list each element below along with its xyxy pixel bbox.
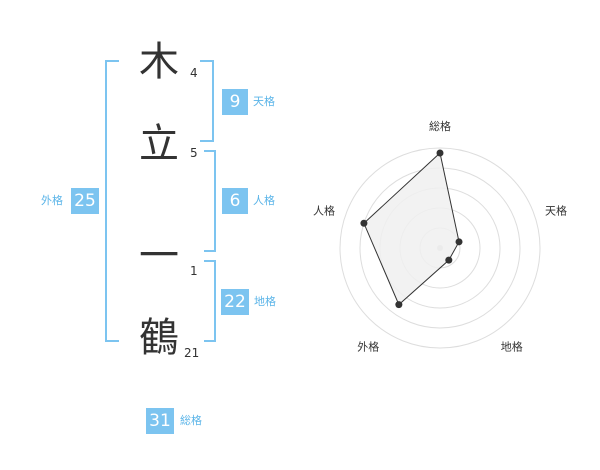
name-char-4: 鶴 — [139, 315, 179, 361]
name-char-2: 立 — [139, 121, 179, 167]
stroke-count-1: 4 — [190, 66, 198, 80]
jinkaku-label: 人格 — [253, 194, 275, 207]
radar-axis-label: 総格 — [429, 119, 451, 133]
name-char-3: 一 — [139, 233, 179, 279]
jinkaku-bracket — [204, 150, 216, 252]
radar-axis-label: 外格 — [357, 340, 379, 354]
radar-points — [360, 149, 463, 309]
gaikaku-label: 外格 — [41, 194, 63, 207]
tenkaku-value: 9 — [222, 89, 248, 115]
chikaku-value: 22 — [221, 289, 249, 315]
stroke-count-3: 1 — [190, 264, 198, 278]
radar-point — [395, 301, 403, 309]
stroke-count-2: 5 — [190, 146, 198, 160]
radar-point — [360, 219, 368, 227]
chikaku-label: 地格 — [254, 295, 276, 308]
tenkaku-label: 天格 — [253, 95, 275, 108]
radar-axis-label: 地格 — [501, 340, 523, 354]
stroke-count-4: 21 — [184, 346, 200, 360]
chikaku-bracket — [204, 260, 216, 342]
jinkaku-value: 6 — [222, 188, 248, 214]
radar-area — [363, 152, 460, 306]
radar-point — [445, 256, 453, 264]
radar-ring — [339, 147, 541, 349]
radar-axis-label: 天格 — [545, 203, 567, 217]
name-char-1: 木 — [139, 39, 179, 85]
soukaku-label: 総格 — [180, 414, 202, 427]
tenkaku-bracket — [200, 60, 214, 142]
radar-axis-label: 人格 — [313, 203, 335, 217]
gaikaku-bracket — [105, 60, 119, 342]
radar-point — [436, 149, 444, 157]
gaikaku-value: 25 — [71, 188, 99, 214]
radar-point — [455, 238, 463, 246]
soukaku-value: 31 — [146, 408, 174, 434]
